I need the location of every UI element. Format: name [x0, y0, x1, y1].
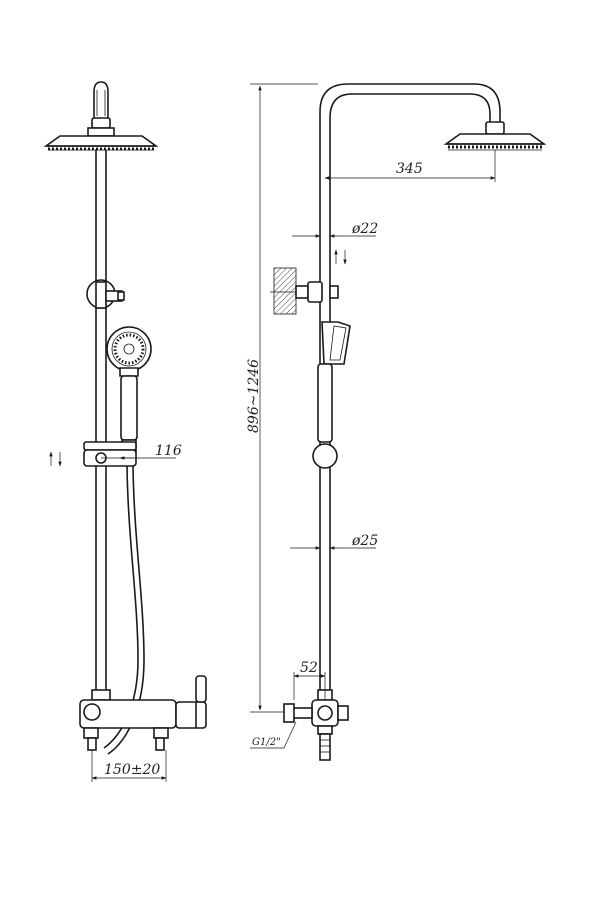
- dimension-dia25-label: ø25: [351, 533, 378, 549]
- dimension-116: 116: [101, 443, 182, 460]
- dimension-52: 52: [293, 660, 326, 700]
- dimension-dia22-label: ø22: [351, 221, 378, 237]
- shower-arm: [319, 83, 501, 690]
- up-down-arrows-icon: [334, 249, 347, 265]
- mixer-valve: [79, 675, 207, 751]
- thread-label: G1/2": [252, 737, 281, 748]
- dimension-345: 345: [324, 150, 496, 182]
- side-wall-bracket: [295, 281, 339, 303]
- thread-callout: G1/2": [250, 721, 297, 749]
- dimension-150: 150±20: [91, 750, 167, 782]
- side-shower-head: [443, 121, 547, 151]
- slider-holder: [83, 441, 137, 467]
- dimension-height-label: 896~1246: [246, 359, 262, 433]
- hand-shower-side: [312, 321, 351, 469]
- dimension-150-label: 150±20: [104, 762, 160, 778]
- dimension-345-label: 345: [396, 161, 423, 177]
- front-view: 116 150±20: [43, 81, 207, 782]
- dimension-52-label: 52: [300, 660, 318, 676]
- side-view: 345 ø22: [246, 83, 547, 761]
- dimension-dia25: ø25: [290, 533, 378, 550]
- side-valve: [283, 689, 349, 761]
- wall-bracket: [86, 279, 125, 309]
- dimension-116-label: 116: [155, 443, 182, 459]
- riser-top-cap: [91, 81, 111, 129]
- dimension-height: 896~1246: [246, 83, 318, 713]
- dimension-dia22: ø22: [292, 221, 378, 238]
- up-down-arrows-icon: [49, 451, 62, 467]
- hand-shower: [106, 326, 152, 453]
- riser-pipe: [95, 150, 107, 690]
- overhead-shower-head: [43, 127, 159, 151]
